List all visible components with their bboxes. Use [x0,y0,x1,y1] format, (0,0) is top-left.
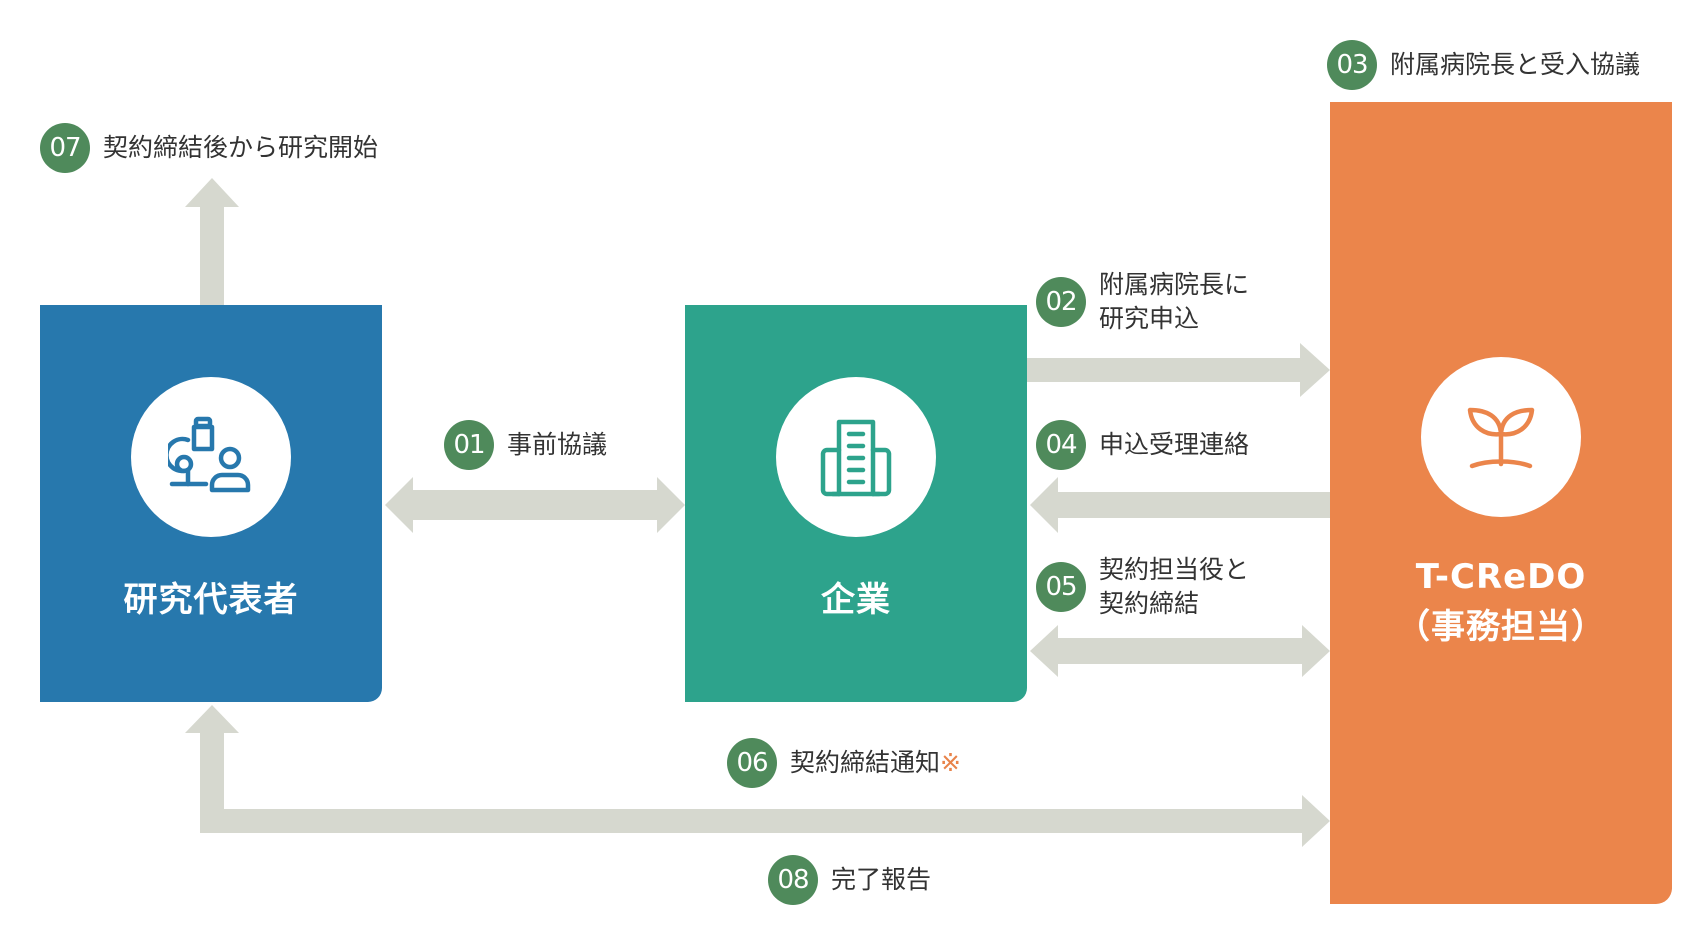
step-04: 04 申込受理連絡 [1036,420,1249,470]
step-03: 03 附属病院長と受入協議 [1327,40,1640,90]
step-badge: 02 [1036,277,1086,327]
step-badge: 05 [1036,562,1086,612]
step-badge: 01 [444,420,494,470]
tcredo-box: T-CReDO （事務担当） [1330,102,1672,904]
step-text: 契約締結後から研究開始 [103,133,379,162]
researcher-box: 研究代表者 [40,305,382,702]
step-text: 事前協議 [507,430,608,459]
step-07: 07 契約締結後から研究開始 [40,123,378,173]
researcher-label: 研究代表者 [123,580,299,620]
step-05: 05 契約担当役と 契約締結 [1036,553,1249,621]
company-box: 企業 [685,305,1027,702]
step-text-line1: 附属病院長に [1099,270,1250,299]
arrow-04-left [1030,477,1330,533]
step-badge: 07 [40,123,90,173]
company-label: 企業 [821,580,891,620]
step-badge: 08 [768,855,818,905]
step-01: 01 事前協議 [444,420,607,470]
step-text: 附属病院長と受入協議 [1390,50,1641,79]
sprout-icon [1467,407,1535,469]
step-text-line2: 契約締結 [1099,589,1200,618]
note-mark: ※ [940,748,961,777]
step-text: 完了報告 [831,865,932,894]
step-text-line2: 研究申込 [1099,304,1200,333]
arrow-01-double [385,477,685,533]
tcredo-label-line1: T-CReDO [1415,557,1587,597]
step-06: 06 契約締結通知※ [727,738,961,788]
researcher-microscope-icon [168,416,251,493]
arrow-06-up [185,705,1330,847]
step-02: 02 附属病院長に 研究申込 [1036,268,1249,336]
building-icon [820,419,892,497]
arrow-02-right [1027,343,1330,397]
tcredo-icon-circle [1421,357,1581,517]
step-badge: 04 [1036,420,1086,470]
step-text: 申込受理連絡 [1099,430,1250,459]
step-badge: 03 [1327,40,1377,90]
step-text: 契約締結通知 [790,748,941,777]
step-badge: 06 [727,738,777,788]
step-08: 08 完了報告 [768,855,931,905]
step-text-line1: 契約担当役と [1099,555,1250,584]
company-icon-circle [776,377,936,537]
tcredo-label-line2: （事務担当） [1396,607,1606,647]
arrow-05-double [1030,625,1330,677]
researcher-icon-circle [131,377,291,537]
arrow-07-up [185,178,239,305]
